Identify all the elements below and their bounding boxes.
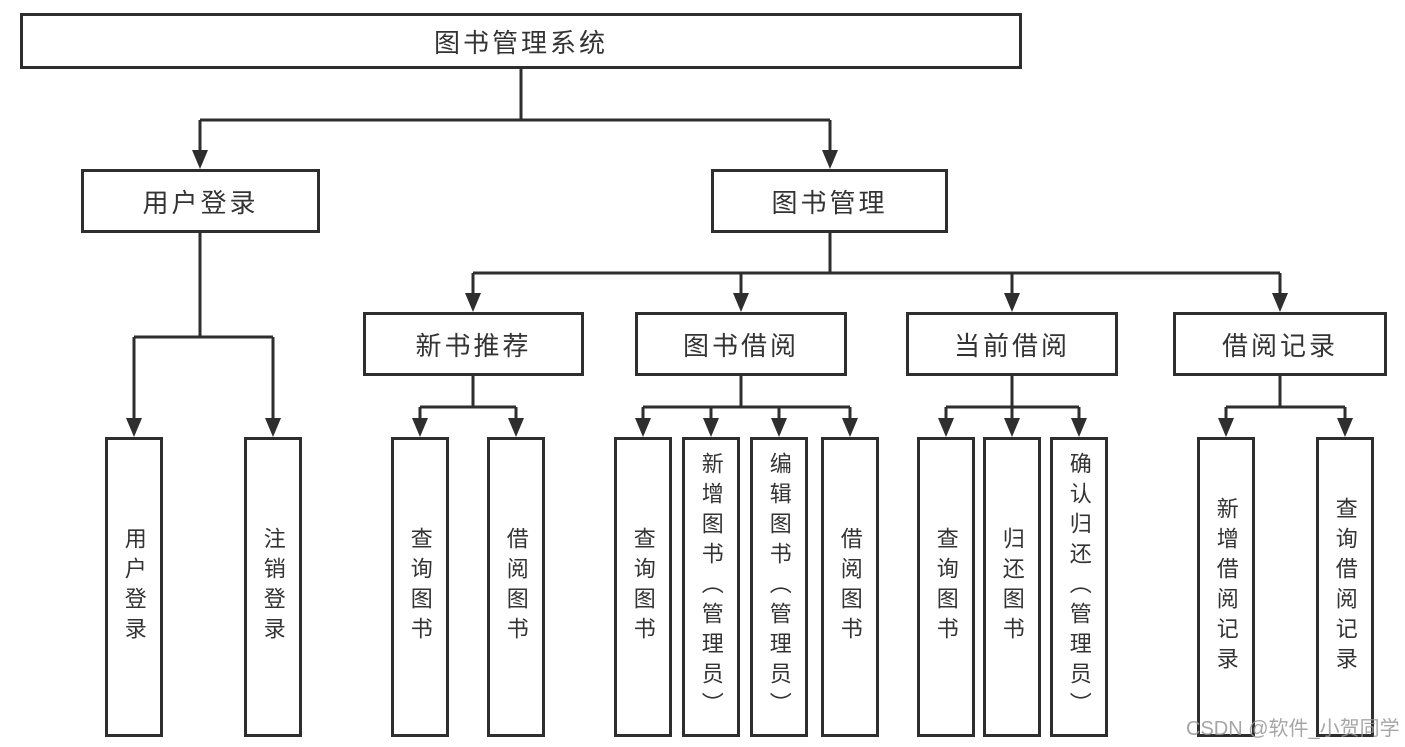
node-user-login: 用户登录: [81, 169, 320, 233]
node-root-label: 图书管理系统: [433, 27, 608, 58]
leaf-borrow-edit-books-label: 编辑图书（管理员）: [766, 452, 792, 722]
node-user-login-label: 用户登录: [142, 187, 259, 218]
leaf-records-add-record: 新增借阅记录: [1197, 437, 1255, 737]
leaf-records-add-record-label: 新增借阅记录: [1213, 497, 1239, 677]
leaf-records-query-record-label: 查询借阅记录: [1332, 497, 1358, 677]
leaf-recommend-query-books-label: 查询图书: [407, 527, 433, 647]
leaf-borrow-borrow-books: 借阅图书: [821, 437, 879, 737]
node-book-borrow: 图书借阅: [635, 312, 847, 376]
leaf-recommend-borrow-books-label: 借阅图书: [503, 527, 529, 647]
leaf-logout-label: 注销登录: [260, 527, 286, 647]
leaf-current-confirm-return: 确认归还（管理员）: [1050, 437, 1108, 737]
node-book-borrow-label: 图书借阅: [682, 330, 799, 361]
node-book-management-label: 图书管理: [771, 187, 888, 218]
csdn-watermark: CSDN @软件_小贺同学: [1186, 718, 1400, 740]
leaf-current-query-books-label: 查询图书: [933, 527, 959, 647]
leaf-recommend-borrow-books: 借阅图书: [487, 437, 545, 737]
connector-book-management-to-level3: [465, 233, 1288, 312]
connector-root-to-level2: [192, 69, 838, 169]
node-borrow-records-label: 借阅记录: [1221, 330, 1338, 361]
leaf-borrow-add-books-label: 新增图书（管理员）: [698, 452, 724, 722]
leaf-user-login: 用户登录: [105, 437, 163, 737]
node-new-book-recommend-label: 新书推荐: [415, 330, 532, 361]
connector-current-borrow-to-leaves: [938, 376, 1087, 437]
leaf-borrow-edit-books: 编辑图书（管理员）: [750, 437, 808, 737]
connector-new-book-recommend-to-leaves: [412, 376, 524, 437]
leaf-user-login-label: 用户登录: [121, 527, 147, 647]
connector-user-login-to-leaves: [126, 233, 281, 437]
leaf-records-query-record: 查询借阅记录: [1316, 437, 1374, 737]
leaf-current-return-books-label: 归还图书: [999, 527, 1025, 647]
node-current-borrow-label: 当前借阅: [953, 330, 1070, 361]
node-current-borrow: 当前借阅: [906, 312, 1118, 376]
leaf-borrow-borrow-books-label: 借阅图书: [837, 527, 863, 647]
leaf-borrow-add-books: 新增图书（管理员）: [682, 437, 740, 737]
leaf-recommend-query-books: 查询图书: [391, 437, 449, 737]
leaf-current-query-books: 查询图书: [917, 437, 975, 737]
leaf-current-confirm-return-label: 确认归还（管理员）: [1066, 452, 1092, 722]
node-book-management: 图书管理: [711, 169, 948, 233]
connector-book-borrow-to-leaves: [635, 376, 858, 437]
node-root: 图书管理系统: [20, 13, 1022, 69]
node-borrow-records: 借阅记录: [1173, 312, 1387, 376]
leaf-borrow-query-books-label: 查询图书: [630, 527, 656, 647]
leaf-current-return-books: 归还图书: [983, 437, 1041, 737]
connector-borrow-records-to-leaves: [1218, 376, 1353, 437]
leaf-logout: 注销登录: [244, 437, 302, 737]
node-new-book-recommend: 新书推荐: [363, 312, 584, 376]
leaf-borrow-query-books: 查询图书: [614, 437, 672, 737]
